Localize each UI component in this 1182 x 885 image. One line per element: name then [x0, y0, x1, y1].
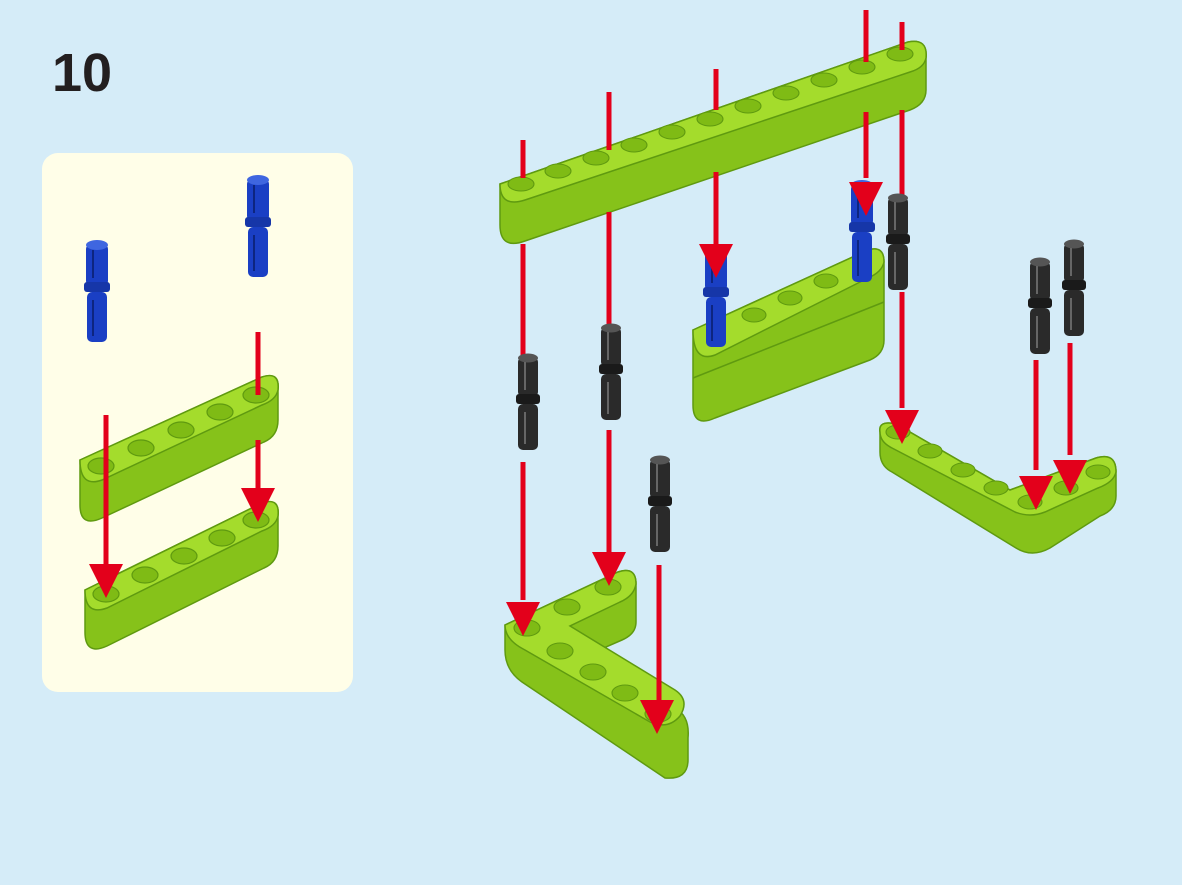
middle-double-beam: [692, 248, 885, 422]
black-pin-icon: [1027, 256, 1053, 355]
black-pin-icon: [647, 454, 673, 553]
panel-lower-beam: [84, 500, 279, 650]
l-beam-right: [879, 422, 1117, 554]
blue-pin-icon: [244, 174, 272, 278]
black-pin-icon: [1061, 238, 1087, 337]
guide-lines: [520, 10, 1073, 700]
panel-upper-beam: [79, 374, 279, 522]
blue-pin-icon: [83, 239, 111, 343]
panel-arrows: [103, 332, 261, 570]
top-long-beam: [499, 40, 927, 245]
down-arrow-icon: [699, 244, 733, 278]
black-pin-icon: [515, 352, 541, 451]
step-number: 10: [52, 43, 113, 103]
l-beam-left: [504, 569, 689, 779]
black-pin-icon: [885, 192, 911, 291]
black-pin-icon: [598, 322, 624, 421]
